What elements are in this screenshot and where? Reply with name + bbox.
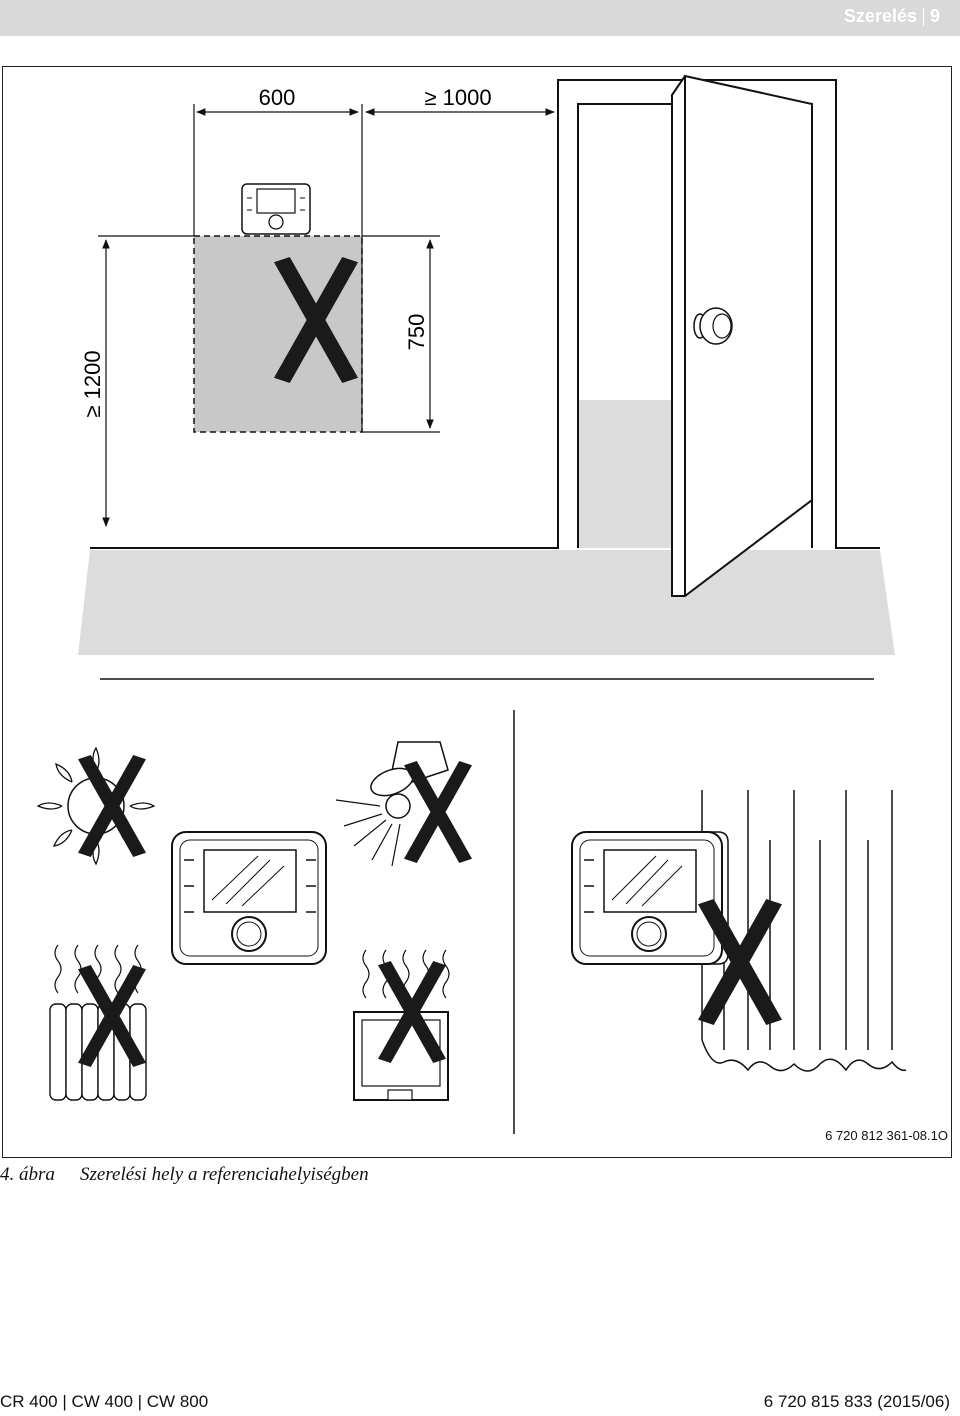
controller-large-icon [171, 831, 327, 965]
dim-height-floor-label: ≥ 1200 [80, 350, 105, 417]
footer-models: CR 400 | CW 400 | CW 800 [0, 1392, 209, 1411]
dim-width-label: 600 [259, 85, 296, 110]
door-knob-icon [693, 307, 733, 345]
lamp-icon [335, 741, 449, 867]
caption-number: 4. ábra [0, 1164, 55, 1185]
header-section: Szerelés [843, 6, 917, 26]
dim-side-label: ≥ 1000 [424, 85, 491, 110]
page-header: Szerelés 9 [0, 0, 960, 36]
header-title: Szerelés 9 [844, 6, 940, 27]
header-divider [922, 7, 924, 26]
dim-height-zone-label: 750 [404, 314, 429, 351]
figure-caption: 4. ábra Szerelési hely a referenciahelyi… [0, 1164, 369, 1186]
controller-covered-icon [571, 831, 729, 965]
doorway-floor [579, 400, 671, 548]
header-page-number: 9 [929, 6, 940, 26]
page-footer: CR 400 | CW 400 | CW 800 6 720 815 833 (… [0, 1392, 960, 1416]
figure-frame [2, 66, 952, 1158]
curtain-icon [701, 790, 907, 1072]
floor-area [78, 550, 895, 655]
television-icon [353, 949, 450, 1101]
caption-text: Szerelési hely a referenciahelyiségben [80, 1164, 369, 1185]
footer-doc-number: 6 720 815 833 (2015/06) [763, 1392, 950, 1411]
controller-small-icon [241, 183, 311, 235]
figure-ref-code: 6 720 812 361-08.1O [825, 1128, 948, 1143]
no-lamp-x-icon [404, 761, 472, 863]
door-leaf [671, 74, 813, 597]
installation-figure: 600 ≥ 1000 ≥ 1200 750 [36, 74, 907, 1134]
